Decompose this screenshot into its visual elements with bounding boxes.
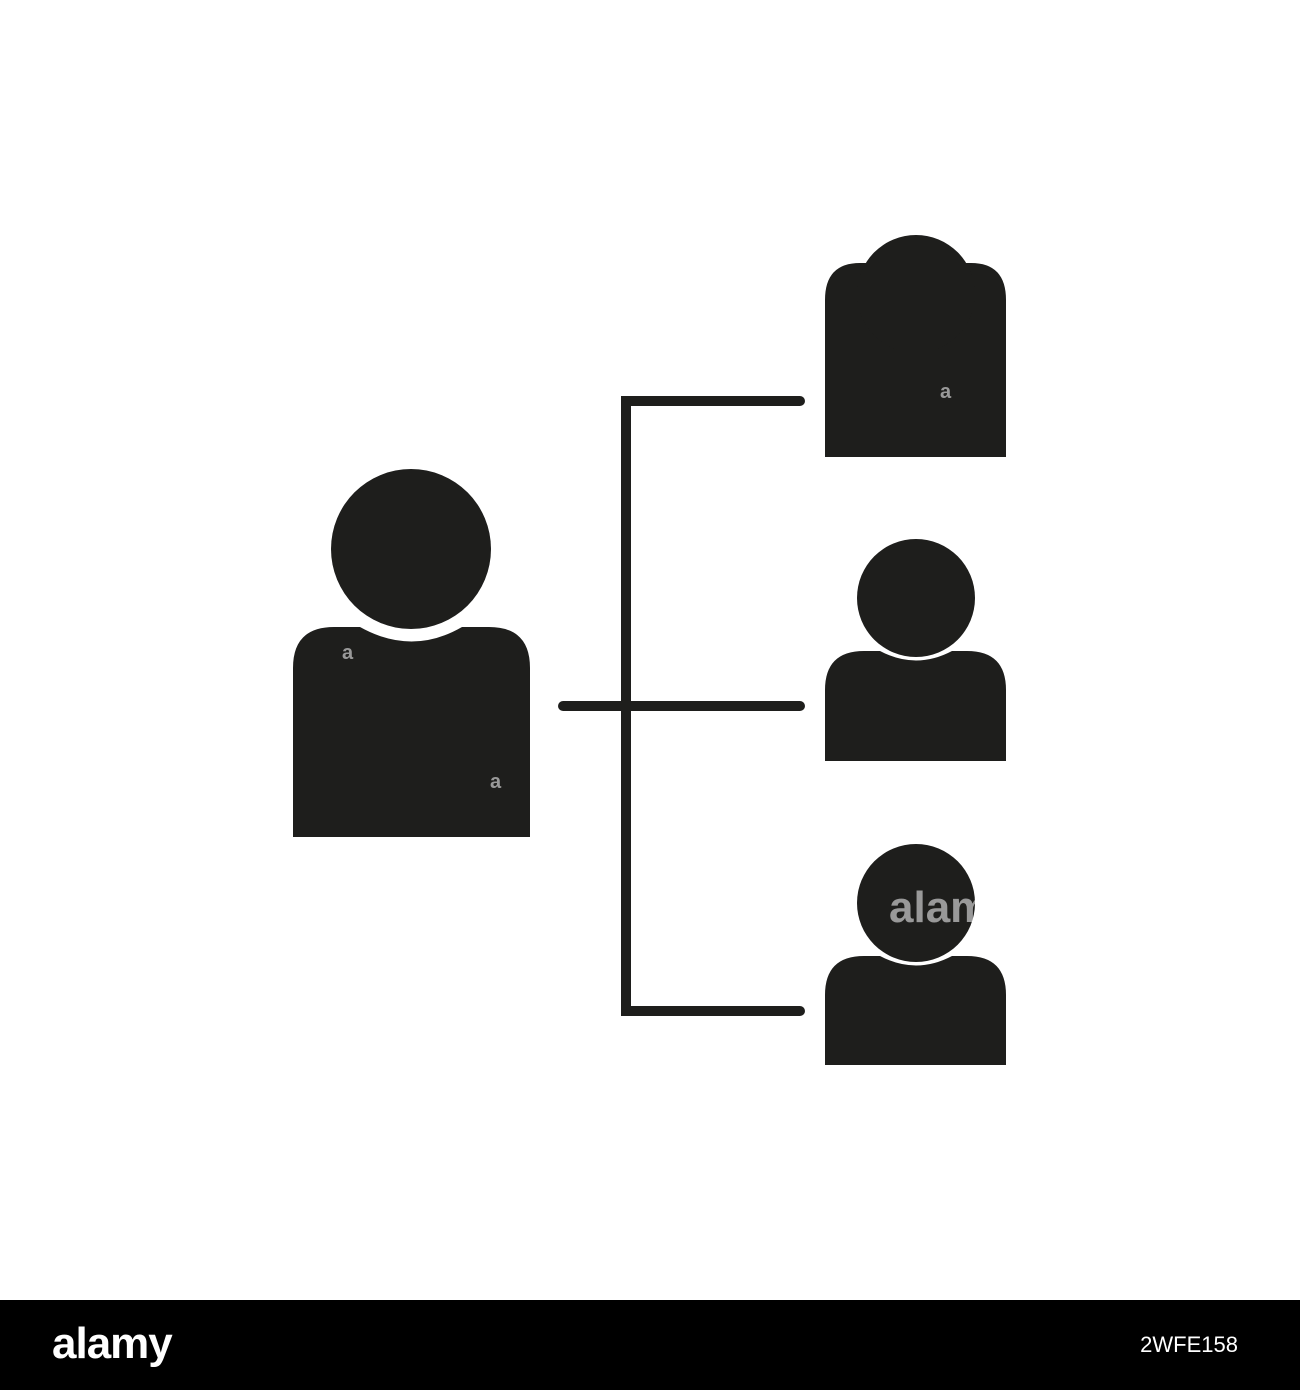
person-icon-manager [293,469,530,837]
person-icon-member-2 [825,539,1006,761]
org-chart-diagram: alamy a a a [293,235,1014,1065]
watermark-overlay: alamy a a a [342,381,1014,932]
watermark-text: alamy [889,883,1014,932]
alamy-logo: alamy [52,1319,173,1368]
org-chart-svg: alamy a a a [293,235,1014,1065]
watermark-fragment: a [342,642,354,664]
person-icon-member-3 [825,844,1006,1065]
watermark-fragment: a [940,381,952,403]
person-icon-member-1 [825,235,1006,457]
connectors [558,396,805,1016]
footer-bar: alamy 2WFE158 [0,1300,1300,1390]
watermark-fragment: a [490,771,502,793]
image-id: 2WFE158 [1140,1332,1238,1357]
